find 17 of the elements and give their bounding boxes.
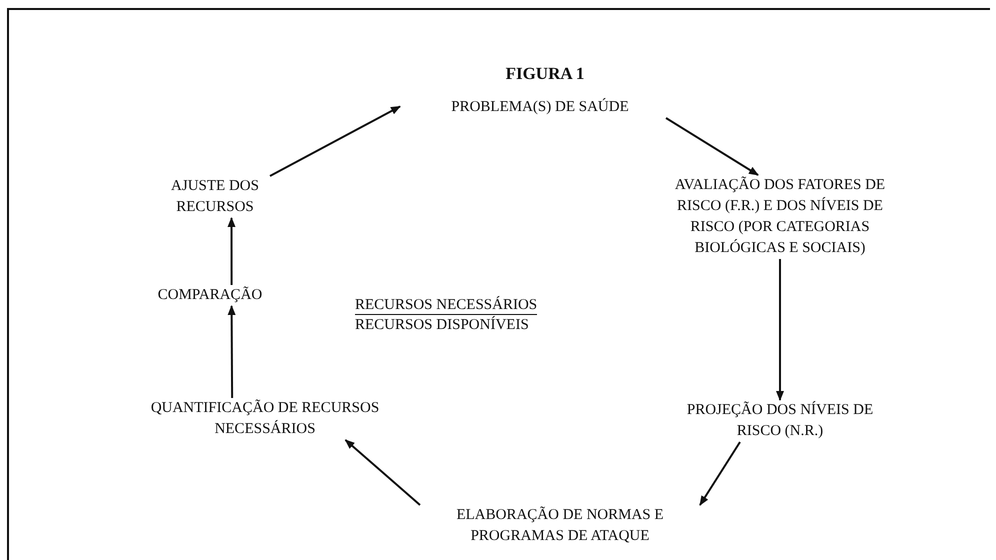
arrow [270, 106, 401, 177]
step-text: AVALIAÇÃO DOS FATORES DE RISCO (F.R.) E DOS NÍVEIS DE RISCO (POR CATEGORIAS BIOLÓGICAS E SOCIAIS) [670, 175, 890, 259]
step-text: PROBLEMA(S) DE SAÚDE [400, 97, 680, 118]
step-text: ELABORAÇÃO DE NORMAS E PROGRAMAS DE ATAQUE [420, 505, 700, 547]
arrow [665, 117, 759, 176]
fraction-denominator: RECURSOS DISPONÍVEIS [355, 316, 529, 334]
step-text: QUANTIFICAÇÃO DE RECURSOS NECESSÁRIOS [150, 398, 380, 440]
arrow [228, 217, 236, 285]
step-text: AJUSTE DOS RECURSOS [160, 176, 270, 218]
figure-title: FIGURA 1 [504, 64, 586, 84]
step-text: PROJEÇÃO DOS NÍVEIS DE RISCO (N.R.) [680, 400, 880, 442]
fraction-numerator: RECURSOS NECESSÁRIOS [355, 296, 538, 315]
arrow [344, 439, 421, 506]
step-text: COMPARAÇÃO [150, 285, 270, 306]
arrow [699, 441, 741, 506]
arrow [776, 259, 784, 401]
arrow [228, 305, 236, 398]
